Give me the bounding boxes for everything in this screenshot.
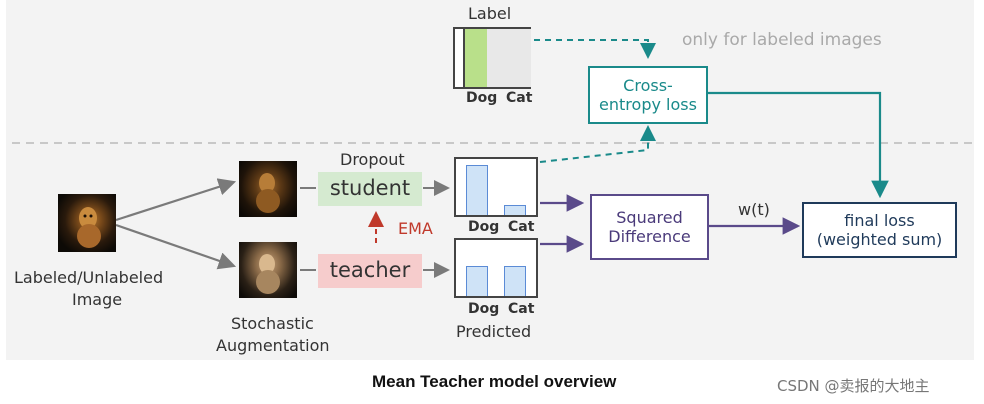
- squared-difference-box: Squared Difference: [590, 194, 709, 260]
- teacher-prediction-box: [454, 238, 538, 298]
- weight-label: w(t): [738, 200, 770, 219]
- student-label: student: [329, 176, 411, 201]
- squared-line1: Squared: [616, 207, 683, 227]
- aug-label-line1: Stochastic: [231, 314, 314, 333]
- teacher-label: teacher: [329, 258, 411, 283]
- final-loss-box: final loss (weighted sum): [802, 202, 957, 258]
- student-pred-cat-text: Cat: [508, 219, 535, 235]
- augmented-photo-student: [239, 161, 297, 217]
- dropout-label: Dropout: [340, 150, 405, 169]
- figure-caption: Mean Teacher model overview: [372, 372, 617, 391]
- input-label-line1: Labeled/Unlabeled: [14, 268, 164, 287]
- aug-label-line2: Augmentation: [216, 336, 330, 355]
- student-pred-dog-text: Dog: [468, 219, 500, 235]
- student-pred-dog-bar: [466, 165, 488, 215]
- teacher-box: teacher: [318, 254, 422, 288]
- student-prediction-box: [454, 157, 538, 217]
- label-title: Label: [468, 4, 512, 23]
- cross-entropy-line1: Cross-: [623, 75, 673, 95]
- predicted-label: Predicted: [456, 322, 532, 341]
- cross-entropy-line2: entropy loss: [599, 95, 697, 114]
- label-dog-text: Dog: [466, 90, 498, 106]
- augmented-photo-teacher: [239, 242, 297, 298]
- dog-silhouette-icon: [256, 254, 280, 294]
- label-cat-bar: [487, 29, 531, 87]
- input-dog-photo: [58, 194, 116, 252]
- teacher-pred-dog-text: Dog: [468, 301, 500, 317]
- final-line1: final loss: [844, 210, 915, 230]
- label-dog-bar: [463, 29, 489, 87]
- teacher-pred-cat-bar: [504, 266, 526, 296]
- cross-entropy-box: Cross- entropy loss: [588, 66, 708, 124]
- teacher-pred-cat-text: Cat: [508, 301, 535, 317]
- dog-silhouette-icon: [256, 173, 280, 213]
- label-distribution-box: [453, 27, 531, 89]
- ema-label: EMA: [398, 219, 433, 238]
- dog-silhouette-icon: [77, 207, 101, 248]
- only-labeled-note: only for labeled images: [682, 30, 882, 50]
- final-line2: (weighted sum): [816, 230, 943, 249]
- watermark: CSDN @卖报的大地主: [777, 377, 930, 395]
- squared-line2: Difference: [608, 227, 691, 246]
- input-label-line2: Image: [72, 290, 123, 309]
- label-cat-text: Cat: [506, 90, 533, 106]
- student-box: student: [318, 172, 422, 206]
- teacher-pred-dog-bar: [466, 266, 488, 296]
- student-pred-cat-bar: [504, 205, 526, 215]
